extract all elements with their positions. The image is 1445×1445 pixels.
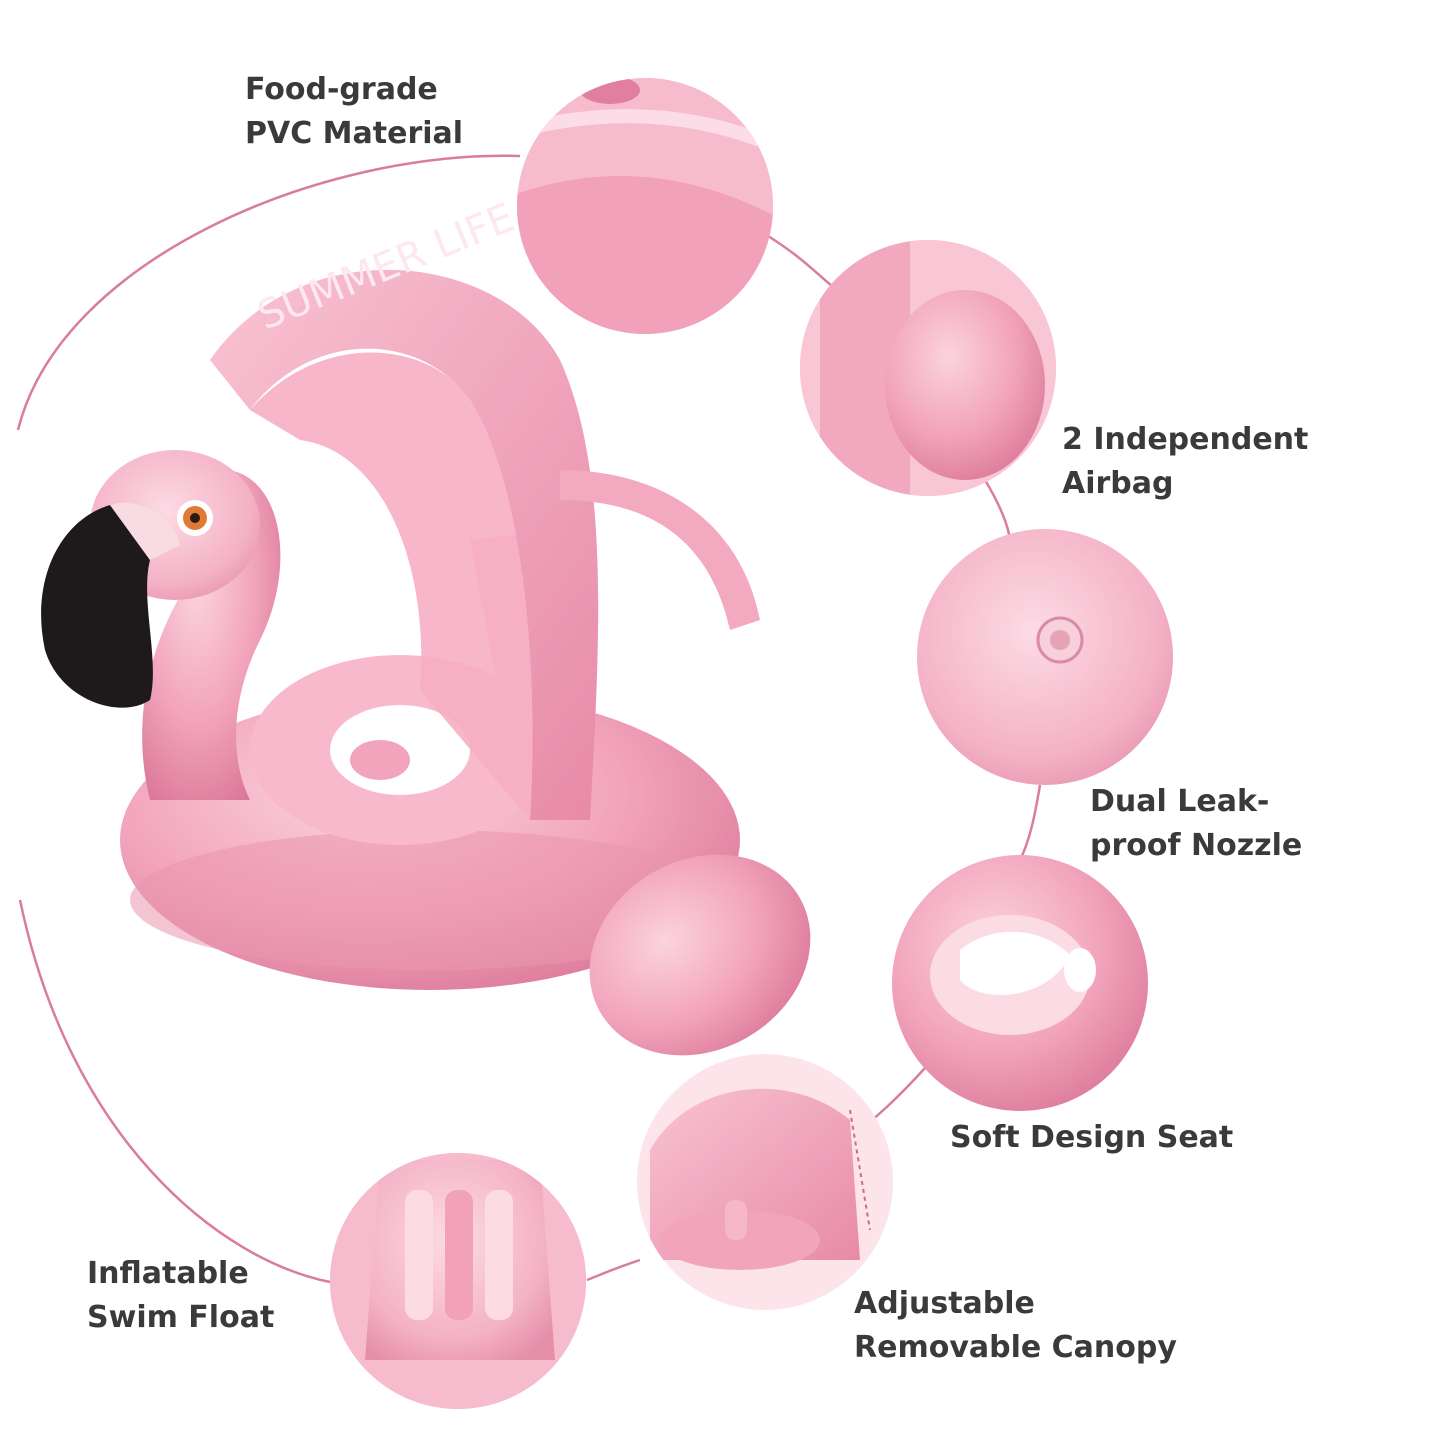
pvc-closeup-circle	[517, 78, 773, 334]
label-canopy: Adjustable Removable Canopy	[854, 1282, 1177, 1370]
seat-closeup-circle	[892, 855, 1148, 1111]
nozzle-closeup-circle	[917, 529, 1173, 785]
label-airbag: 2 Independent Airbag	[1062, 418, 1308, 506]
label-nozzle-line2: proof Nozzle	[1090, 828, 1303, 863]
label-seat-line1: Soft Design Seat	[950, 1120, 1234, 1155]
label-pvc-material: Food-grade PVC Material	[245, 68, 463, 156]
label-canopy-line1: Adjustable	[854, 1286, 1035, 1321]
label-canopy-line2: Removable Canopy	[854, 1330, 1177, 1365]
label-float-line1: Inflatable	[87, 1256, 249, 1291]
flamingo-float-photo: SUMMER LIFE	[41, 195, 811, 1056]
label-nozzle-line1: Dual Leak-	[1090, 784, 1270, 819]
label-float-line2: Swim Float	[87, 1300, 275, 1335]
airbag-closeup-circle	[800, 240, 1056, 496]
label-seat: Soft Design Seat	[950, 1116, 1233, 1160]
label-airbag-line2: Airbag	[1062, 466, 1174, 501]
label-airbag-line1: 2 Independent	[1062, 422, 1309, 457]
label-pvc-line1: Food-grade	[245, 72, 438, 107]
label-pvc-line2: PVC Material	[245, 116, 464, 151]
canopy-closeup-circle	[637, 1054, 893, 1310]
backrest-closeup-circle	[330, 1153, 586, 1409]
beak-shape	[41, 505, 153, 708]
label-nozzle: Dual Leak- proof Nozzle	[1090, 780, 1302, 868]
label-swim-float: Inflatable Swim Float	[87, 1252, 274, 1340]
connecting-arc	[16, 154, 1042, 1284]
